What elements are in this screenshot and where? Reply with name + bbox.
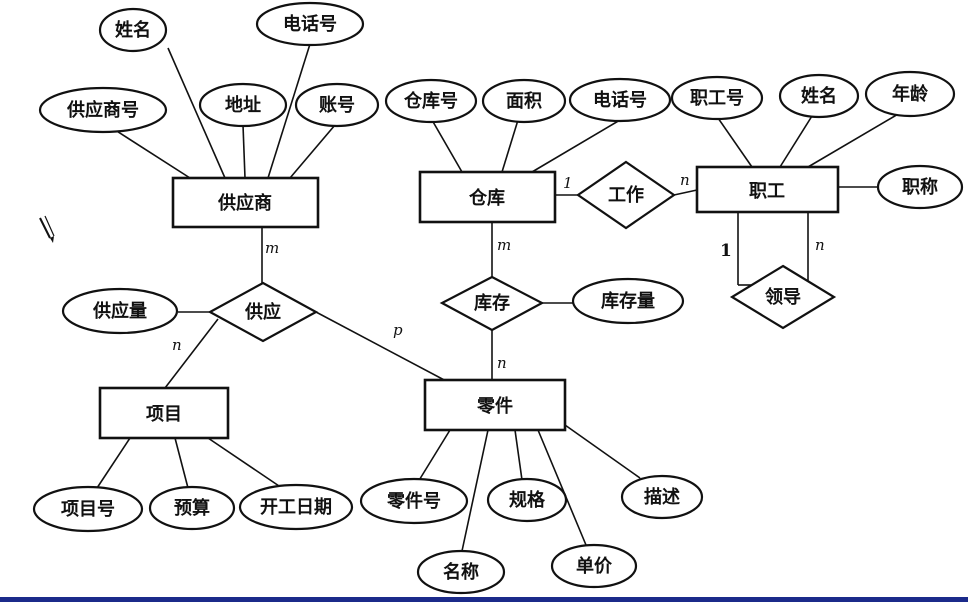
svg-text:仓库号: 仓库号 [403, 90, 458, 112]
svg-text:电话号: 电话号 [283, 13, 337, 35]
attr-part-spec: 规格 [486, 477, 568, 523]
svg-text:地址: 地址 [225, 94, 261, 116]
svg-text:职工: 职工 [749, 181, 785, 202]
cardinality-employee-work: n [680, 171, 690, 189]
attr-warehouse-area: 面积 [481, 78, 567, 124]
attr-part-name: 名称 [416, 549, 506, 595]
svg-text:姓名: 姓名 [115, 19, 151, 41]
attr-project-start: 开工日期 [238, 483, 354, 531]
attr-project-budget: 预算 [148, 485, 236, 531]
svg-text:预算: 预算 [174, 497, 210, 519]
svg-text:年龄: 年龄 [892, 83, 929, 105]
svg-text:单价: 单价 [576, 555, 613, 577]
attr-employee-age: 年龄 [864, 70, 956, 118]
svg-text:零件号: 零件号 [386, 490, 441, 512]
svg-text:名称: 名称 [443, 561, 479, 583]
svg-text:规格: 规格 [509, 489, 546, 511]
cardinality-lead-many: n [815, 236, 825, 254]
svg-text:零件: 零件 [476, 395, 513, 417]
svg-text:工作: 工作 [608, 184, 644, 206]
svg-text:项目号: 项目号 [61, 499, 115, 520]
connector-lines [96, 43, 906, 552]
attr-supply-quantity: 供应量 [61, 287, 179, 335]
attr-part-price: 单价 [550, 543, 638, 589]
cardinality-lead-one: 1 [720, 241, 732, 261]
relationship-lead: 领导 [729, 264, 837, 330]
svg-text:库存量: 库存量 [601, 290, 655, 312]
cardinality-warehouse-stock: m [497, 236, 511, 254]
pencil-cursor-icon [39, 215, 55, 243]
attr-warehouse-phone: 电话号 [568, 77, 672, 123]
svg-text:职称: 职称 [902, 176, 938, 198]
cardinality-part-supply: p [393, 321, 403, 339]
cardinality-supplier-supply: m [265, 239, 279, 257]
cardinality-project-supply: n [172, 336, 182, 354]
svg-text:仓库: 仓库 [468, 187, 505, 209]
attr-supplier-phone: 电话号 [255, 1, 365, 47]
cardinality-warehouse-work: 1 [563, 174, 573, 192]
attr-stock-quantity: 库存量 [571, 277, 685, 325]
attr-supplier-name: 姓名 [98, 7, 168, 53]
svg-text:领导: 领导 [765, 286, 801, 308]
attr-supplier-id: 供应商号 [38, 86, 168, 134]
entity-part: 零件 [423, 378, 567, 432]
entity-project: 项目 [98, 386, 230, 440]
attr-project-id: 项目号 [32, 485, 144, 533]
svg-text:供应商: 供应商 [217, 192, 272, 214]
svg-text:项目: 项目 [146, 404, 182, 425]
svg-text:职工号: 职工号 [690, 88, 744, 109]
attr-warehouse-id: 仓库号 [384, 78, 478, 124]
relationship-supply: 供应 [207, 281, 319, 343]
cardinality-part-stock: n [497, 354, 507, 372]
svg-text:账号: 账号 [319, 95, 355, 116]
attr-employee-title: 职称 [876, 164, 964, 210]
attr-part-desc: 描述 [620, 474, 704, 520]
entity-warehouse: 仓库 [418, 170, 557, 224]
svg-text:开工日期: 开工日期 [260, 497, 332, 518]
relationship-work: 工作 [576, 160, 676, 230]
svg-text:供应: 供应 [244, 301, 281, 323]
svg-text:库存: 库存 [474, 292, 510, 314]
attr-employee-id: 职工号 [670, 75, 764, 121]
attr-supplier-account: 账号 [294, 82, 380, 128]
svg-text:姓名: 姓名 [801, 85, 837, 107]
bottom-border-bar [0, 597, 968, 602]
attr-employee-name: 姓名 [778, 73, 860, 119]
svg-text:供应商号: 供应商号 [66, 99, 139, 121]
svg-text:供应量: 供应量 [92, 300, 147, 322]
attr-part-id: 零件号 [359, 477, 469, 525]
attr-supplier-address: 地址 [198, 82, 288, 128]
svg-text:描述: 描述 [644, 486, 680, 508]
entity-supplier: 供应商 [171, 176, 320, 229]
entity-employee: 职工 [695, 165, 840, 214]
relationship-stock: 库存 [439, 275, 545, 332]
svg-text:电话号: 电话号 [593, 89, 647, 111]
svg-text:面积: 面积 [506, 91, 542, 112]
